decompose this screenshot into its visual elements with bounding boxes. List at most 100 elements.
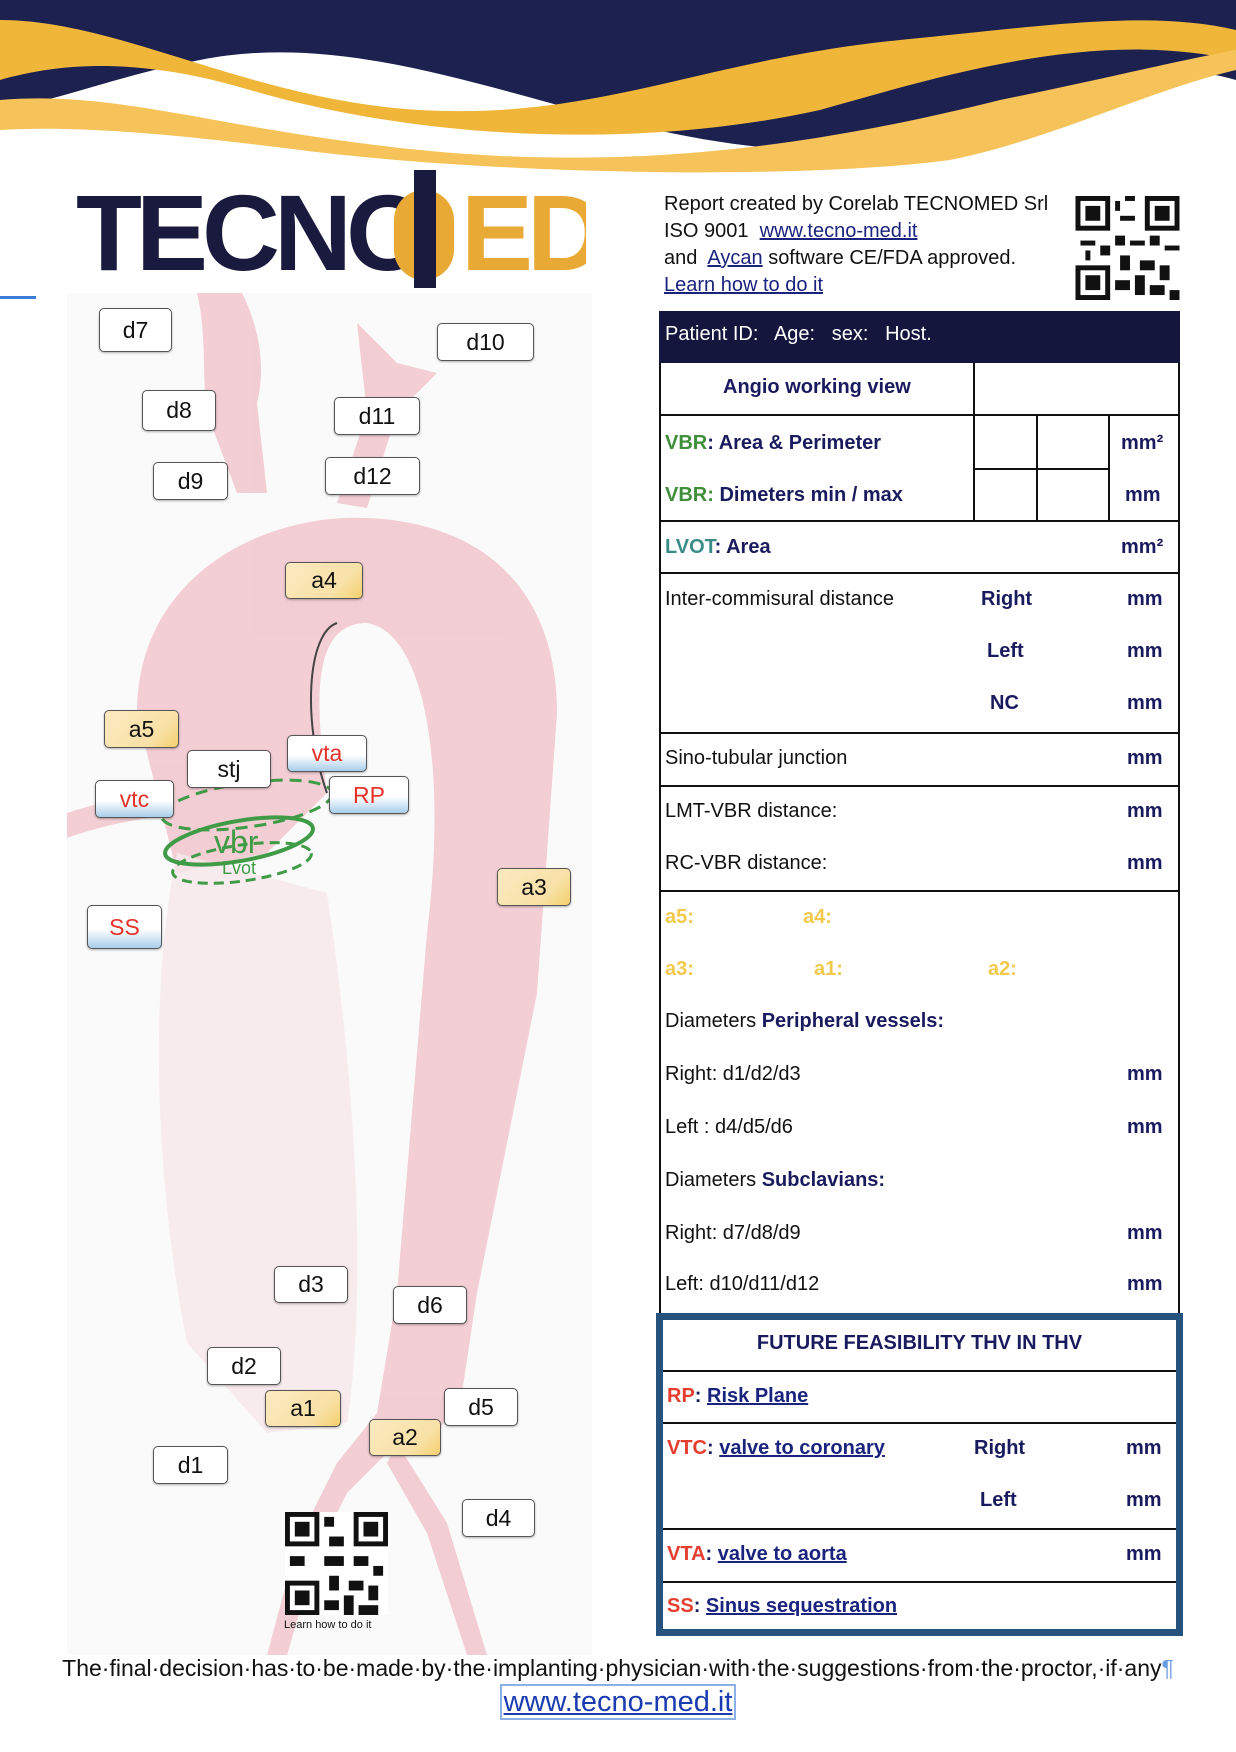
site-link[interactable]: www.tecno-med.it — [759, 220, 918, 242]
colon: : — [693, 1595, 701, 1617]
left-label: Left — [987, 640, 1024, 662]
periph-prefix: Diameters — [665, 1010, 762, 1032]
unit: mm — [1127, 588, 1163, 610]
vta-prefix: VTA — [667, 1543, 706, 1565]
a5-label: a5: — [665, 906, 694, 928]
label-d2: d2 — [207, 1347, 281, 1385]
label-d4: d4 — [462, 1499, 535, 1537]
lmt-label: LMT-VBR distance: — [665, 800, 838, 822]
left-label: Left — [980, 1489, 1017, 1511]
label-d5: d5 — [444, 1388, 518, 1426]
and-text: and — [664, 247, 698, 269]
vtc-prefix: VTC — [667, 1437, 707, 1459]
label-d8: d8 — [142, 390, 216, 431]
aycan-link[interactable]: Aycan — [707, 247, 763, 269]
disclaimer-text: The·final·decision·has·to·be·made·by·the… — [62, 1655, 1162, 1681]
colon: : — [707, 1437, 714, 1459]
aorta-diagram: vbr Lvot — [67, 293, 592, 1655]
label-vtc: vtc — [95, 780, 174, 818]
unit: mm — [1127, 1222, 1163, 1244]
left-s-label: Left: d10/d11/d12 — [665, 1273, 820, 1295]
row-coronary-distance: LMT-VBR distance: mm RC-VBR distance: mm — [661, 787, 1178, 892]
angio-label: Angio working view — [723, 376, 911, 398]
header-banner — [0, 0, 1236, 175]
lvot-label: Lvot — [222, 858, 256, 878]
unit: mm² — [1121, 432, 1164, 454]
label-a3: a3 — [497, 868, 571, 906]
right-s-label: Right: d7/d8/d9 — [665, 1222, 801, 1244]
a3-label: a3: — [665, 958, 694, 980]
vbr-diam-label: Dimeters min / max — [713, 484, 903, 506]
label-rp: RP — [329, 776, 409, 814]
intercommisural-label: Inter-commisural distance — [665, 588, 894, 610]
learn-link[interactable]: Learn how to do it — [664, 274, 823, 296]
row-vbr: VBR: Area & Perimeter mm² VBR: Dimeters … — [661, 416, 1178, 522]
vbr-prefix: VBR: — [665, 484, 714, 506]
right-d-label: Right: d1/d2/d3 — [665, 1063, 801, 1085]
subclavians-label: Subclavians: — [761, 1169, 886, 1191]
unit: mm — [1127, 1116, 1163, 1138]
label-vta: vta — [287, 735, 367, 772]
colon: : — [694, 1385, 702, 1407]
qr-caption: Learn how to do it — [284, 1619, 372, 1631]
lvot-label: : Area — [714, 536, 771, 558]
unit: mm — [1126, 1437, 1162, 1459]
unit: mm — [1127, 1273, 1163, 1295]
svg-text:ED: ED — [461, 172, 586, 288]
label-a1: a1 — [265, 1390, 341, 1427]
label-stj: stj — [187, 750, 271, 788]
row-angio: Angio working view — [661, 363, 1178, 416]
unit: mm — [1127, 747, 1163, 769]
ss-prefix: SS — [667, 1595, 694, 1617]
left-d-label: Left : d4/d5/d6 — [665, 1116, 793, 1138]
unit: mm — [1126, 1489, 1162, 1511]
label-ss: SS — [87, 905, 162, 949]
margin-marker — [0, 296, 36, 299]
sub-prefix: Diameters — [665, 1169, 762, 1191]
iso-label: ISO 9001 — [664, 220, 749, 242]
risk-plane-link[interactable]: Risk Plane — [707, 1385, 809, 1407]
stj-label: Sino-tubular junction — [665, 747, 848, 769]
svg-text:TECNO: TECNO — [76, 172, 426, 288]
patient-label: Patient ID: Age: sex: Host. — [665, 323, 932, 345]
tecnomed-logo: TECNO ED — [76, 170, 586, 288]
unit: mm — [1126, 1543, 1162, 1565]
measurements-table: Angio working view VBR: Area & Perimeter… — [659, 363, 1180, 1313]
rc-label: RC-VBR distance: — [665, 852, 828, 874]
unit: mm — [1127, 692, 1163, 714]
valve-to-coronary-link[interactable]: valve to coronary — [719, 1437, 885, 1459]
label-a4: a4 — [285, 562, 363, 599]
footer-link-wrap: www.tecno-med.it — [0, 1684, 1236, 1720]
row-lvot: LVOT: Area mm² — [661, 522, 1178, 574]
unit: mm — [1127, 800, 1163, 822]
footer-url-link[interactable]: www.tecno-med.it — [499, 1684, 737, 1720]
label-d7: d7 — [99, 308, 172, 352]
unit: mm — [1127, 1063, 1163, 1085]
pilcrow-mark: ¶ — [1161, 1655, 1174, 1681]
unit: mm² — [1121, 536, 1164, 558]
patient-bar: Patient ID: Age: sex: Host. — [659, 311, 1180, 363]
label-d3: d3 — [274, 1266, 348, 1303]
aorta-illustration: vbr Lvot — [67, 293, 592, 1655]
future-feasibility-box: FUTURE FEASIBILITY THV IN THV RP: Risk P… — [656, 1313, 1183, 1636]
unit: mm — [1127, 852, 1163, 874]
colon: : — [705, 1543, 713, 1565]
report-creator: Report created by Corelab TECNOMED Srl — [664, 193, 1049, 215]
right-label: Right — [981, 588, 1033, 610]
row-diameters: a5: a4: a3: a1: a2: Diameters Peripheral… — [661, 892, 1178, 1313]
right-label: Right — [974, 1437, 1026, 1459]
a2-label: a2: — [988, 958, 1017, 980]
valve-to-aorta-link[interactable]: valve to aorta — [717, 1543, 847, 1565]
periph-label: Peripheral vessels: — [761, 1010, 945, 1032]
vbr-area-label: : Area & Perimeter — [707, 432, 882, 454]
a4-label: a4: — [803, 906, 832, 928]
label-d11: d11 — [334, 397, 420, 435]
row-intercommisural: Inter-commisural distance Right mm Left … — [661, 574, 1178, 734]
nc-label: NC — [990, 692, 1019, 714]
label-d10: d10 — [437, 323, 534, 361]
qr-code-icon[interactable] — [1075, 196, 1180, 300]
label-d9: d9 — [153, 462, 228, 500]
qr-code-small-icon[interactable] — [285, 1512, 388, 1615]
rp-prefix: RP — [667, 1385, 695, 1407]
sinus-sequestration-link[interactable]: Sinus sequestration — [705, 1595, 898, 1617]
